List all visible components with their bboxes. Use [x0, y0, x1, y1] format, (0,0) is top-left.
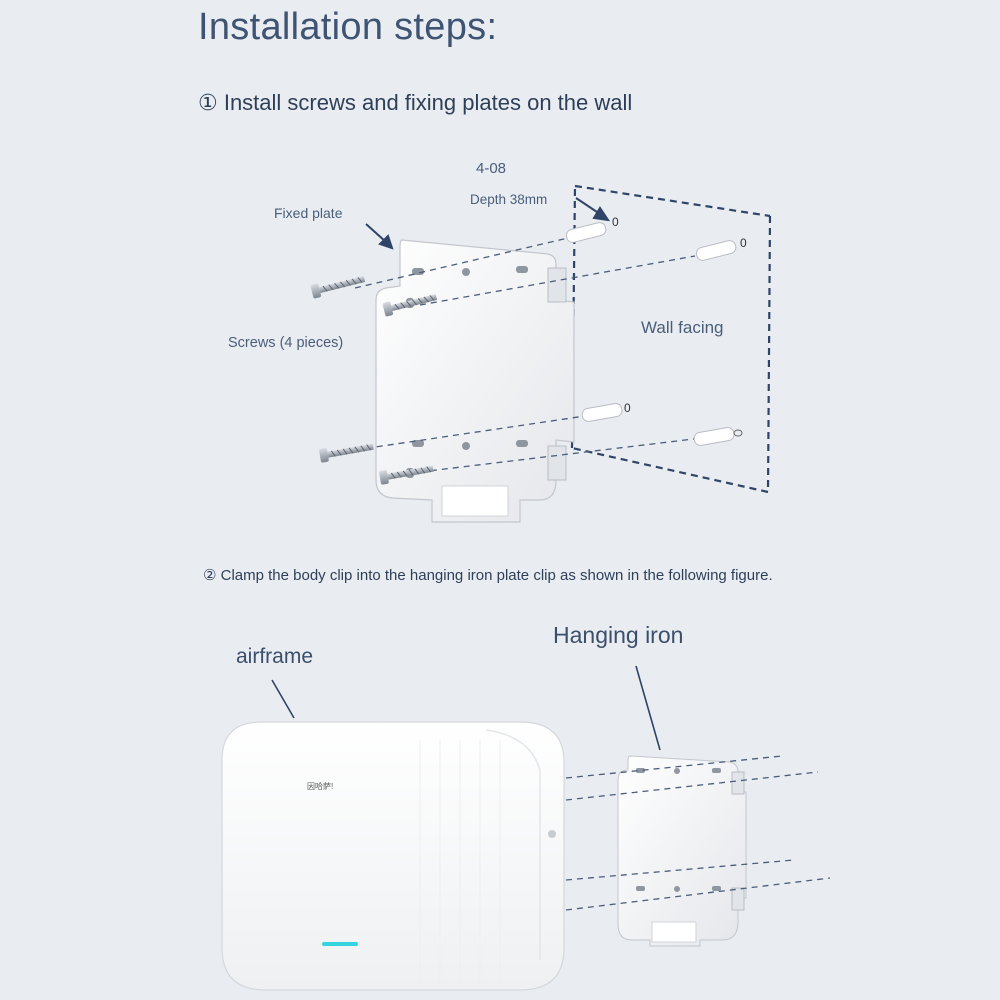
fixed-plate — [375, 239, 575, 523]
wall-anchor — [693, 427, 735, 446]
clip-guide-lines — [565, 755, 831, 911]
pointer-arrows — [365, 197, 611, 250]
fixed-plate-label: Fixed plate — [274, 205, 343, 221]
wall-anchor — [581, 403, 623, 422]
wall-facing-label: Wall facing — [641, 318, 724, 337]
plate-code-label: 4-08 — [476, 160, 507, 177]
indicator-light — [322, 942, 358, 946]
wall-anchors — [565, 222, 737, 446]
anchor-mark: 0 — [612, 215, 619, 229]
screw — [382, 294, 438, 317]
wall-anchor — [565, 222, 607, 243]
screws-label: Screws (4 pieces) — [228, 335, 344, 351]
step-2-instruction: ② Clamp the body clip into the hanging i… — [203, 567, 773, 584]
screws-group — [310, 276, 438, 485]
airframe-label: airframe — [236, 645, 314, 668]
depth-label: Depth 38mm — [470, 192, 548, 207]
step-1-instruction: ① Install screws and fixing plates on th… — [198, 90, 633, 115]
brand-logo-text: 因哈萨! — [307, 782, 334, 791]
hand-dryer-body — [221, 721, 565, 991]
anchor-mark: 0 — [624, 401, 631, 415]
hanging-iron-plate — [617, 755, 747, 947]
page-title: Installation steps: — [198, 6, 498, 48]
screw — [310, 276, 366, 299]
side-button — [548, 830, 556, 838]
wall-anchor — [695, 240, 737, 261]
hanging-iron-label: Hanging iron — [553, 622, 684, 648]
label-pointers — [271, 665, 661, 751]
screw — [319, 443, 374, 463]
anchor-mark: 0 — [740, 236, 747, 250]
screw-guide-lines — [354, 237, 736, 473]
screw — [379, 465, 434, 485]
